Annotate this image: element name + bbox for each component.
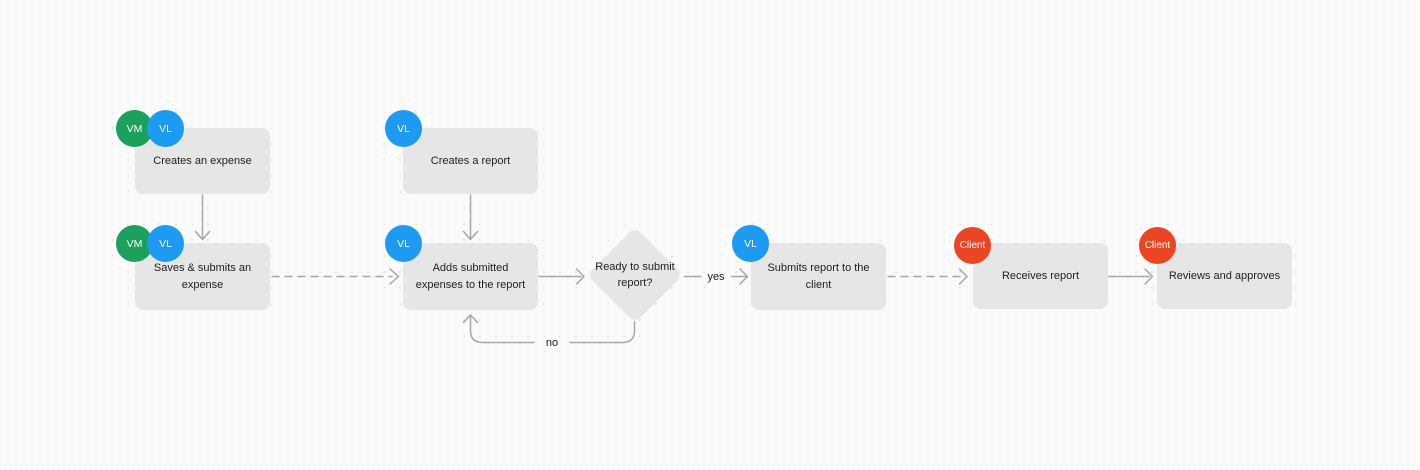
badge-vl-adds-expenses[interactable]: VL	[385, 225, 422, 262]
badge-vm-creates-expense[interactable]: VM	[116, 110, 153, 147]
badge-vl-creates-report[interactable]: VL	[385, 110, 422, 147]
node-receives-report[interactable]: Receives report	[973, 243, 1108, 309]
node-saves-submits-expense[interactable]: Saves & submits an expense	[135, 243, 270, 310]
badge-vl-saves-submits[interactable]: VL	[147, 225, 184, 262]
node-submits-report[interactable]: Submits report to the client	[751, 243, 886, 310]
node-decision-ready-to-submit[interactable]: Ready to submit report?	[586, 226, 684, 324]
badge-client-reviews-approves[interactable]: Client	[1139, 227, 1176, 264]
connector-adds-expenses-to-decision[interactable]	[538, 268, 585, 285]
node-adds-expenses[interactable]: Adds submitted expenses to the report	[403, 243, 538, 310]
node-reviews-approves[interactable]: Reviews and approves	[1157, 243, 1292, 309]
node-creates-report-label: Creates a report	[430, 154, 511, 167]
connector-saves-submits-to-adds-expenses[interactable]	[271, 268, 400, 285]
node-receives-report-label: Receives report	[1001, 269, 1080, 282]
connector-receives-report-to-reviews-approves[interactable]	[1108, 268, 1154, 285]
node-submits-report-label: Submits report to the client	[767, 261, 870, 291]
node-creates-expense-label: Creates an expense	[153, 154, 252, 167]
edge-label-no: no	[545, 337, 559, 349]
badge-vl-submits-report[interactable]: VL	[732, 225, 769, 262]
connector-decision-yes-to-submits-report[interactable]	[683, 268, 749, 285]
connector-creates-expense-to-saves-submits[interactable]	[194, 194, 211, 241]
connector-creates-report-to-adds-expenses[interactable]	[462, 194, 479, 241]
node-decision-label: Ready to submit report?	[595, 261, 675, 289]
connector-decision-no-loop[interactable]	[462, 314, 636, 344]
badge-client-receives-report[interactable]: Client	[954, 227, 991, 264]
node-reviews-approves-label: Reviews and approves	[1168, 269, 1281, 282]
node-creates-report[interactable]: Creates a report	[403, 128, 538, 194]
connector-submits-report-to-receives-report[interactable]	[887, 268, 968, 285]
badge-vm-saves-submits[interactable]: VM	[116, 225, 153, 262]
edge-label-yes: yes	[707, 271, 725, 283]
node-saves-submits-expense-label: Saves & submits an expense	[153, 261, 252, 291]
node-adds-expenses-label: Adds submitted expenses to the report	[415, 261, 526, 291]
badge-vl-creates-expense[interactable]: VL	[147, 110, 184, 147]
